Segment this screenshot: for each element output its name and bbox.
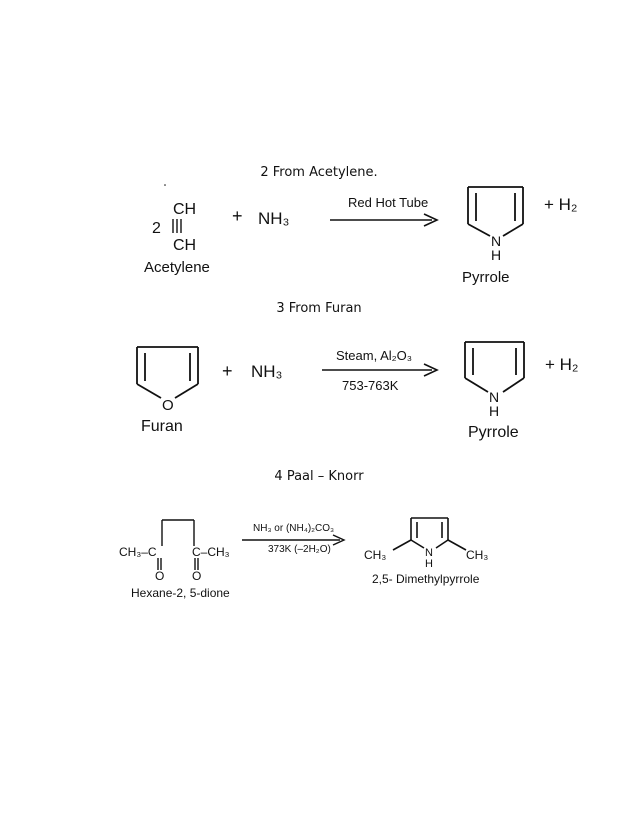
pyrrole-n: N	[491, 233, 501, 249]
condition-steam-alumina: Steam, Al₂O₃	[336, 348, 412, 363]
methyl-right: CH₃	[466, 548, 488, 562]
scheme-acetylene: 2 CH CH Acetylene + NH₃ Red Hot Tube N H…	[144, 186, 578, 286]
furan-label: Furan	[141, 418, 183, 435]
acetylene-top-ch: CH	[173, 201, 196, 218]
plus-sign: +	[232, 206, 243, 226]
dimethylpyrrole-label: 2,5- Dimethylpyrrole	[372, 572, 480, 586]
dimethylpyrrole-h: H	[425, 558, 433, 570]
furan-ring	[136, 346, 199, 399]
heading-acetylene: 2 From Acetylene.	[260, 165, 378, 180]
scheme-furan: O Furan + NH₃ Steam, Al₂O₃ 753-763K N H …	[136, 341, 579, 441]
heading-paal-knorr: 4 Paal – Knorr	[274, 469, 364, 484]
acetylene-coefficient: 2	[152, 220, 161, 237]
reaction-arrow	[242, 534, 346, 546]
ammonia-reagent: NH₃	[251, 362, 282, 381]
dimethylpyrrole-ring	[392, 517, 467, 551]
scheme-paal-knorr: CH₃–C C–CH₃ O O Hexane-2, 5-dione NH₃ or…	[119, 517, 488, 600]
dimethylpyrrole-n: N	[425, 547, 433, 559]
pyrrole-ring	[464, 341, 525, 393]
condition-red-hot-tube: Red Hot Tube	[348, 195, 428, 210]
hydrogen-byproduct: + H₂	[545, 355, 579, 374]
methyl-left: CH₃	[364, 548, 386, 562]
stray-mark	[164, 184, 166, 186]
hexanedione-left-group: CH₃–C	[119, 545, 157, 559]
pyrrole-n: N	[489, 389, 499, 405]
reaction-arrow	[330, 213, 439, 227]
acetylene-bottom-ch: CH	[173, 237, 196, 254]
hexanedione-skeleton	[157, 519, 199, 570]
pyrrole-ring	[467, 186, 524, 237]
carbonyl-oxygen-left: O	[155, 569, 164, 583]
reaction-arrow	[322, 363, 439, 377]
hydrogen-byproduct: + H₂	[544, 195, 578, 214]
triple-bond	[172, 219, 182, 233]
pyrrole-label: Pyrrole	[468, 424, 519, 441]
condition-temperature-water: 373K (–2H₂O)	[268, 544, 331, 555]
hexanedione-right-group: C–CH₃	[192, 545, 230, 559]
pyrrole-h: H	[491, 247, 501, 263]
ammonia-reagent: NH₃	[258, 209, 289, 228]
pyrrole-label: Pyrrole	[462, 269, 510, 286]
heading-furan: 3 From Furan	[276, 301, 362, 316]
hexanedione-label: Hexane-2, 5-dione	[131, 586, 230, 600]
condition-ammonia-carbonate: NH₃ or (NH₄)₂CO₃	[253, 523, 334, 534]
condition-temperature: 753-763K	[342, 378, 399, 393]
furan-oxygen: O	[162, 397, 174, 414]
pyrrole-h: H	[489, 403, 499, 419]
acetylene-label: Acetylene	[144, 259, 210, 276]
plus-sign: +	[222, 361, 233, 381]
carbonyl-oxygen-right: O	[192, 569, 201, 583]
